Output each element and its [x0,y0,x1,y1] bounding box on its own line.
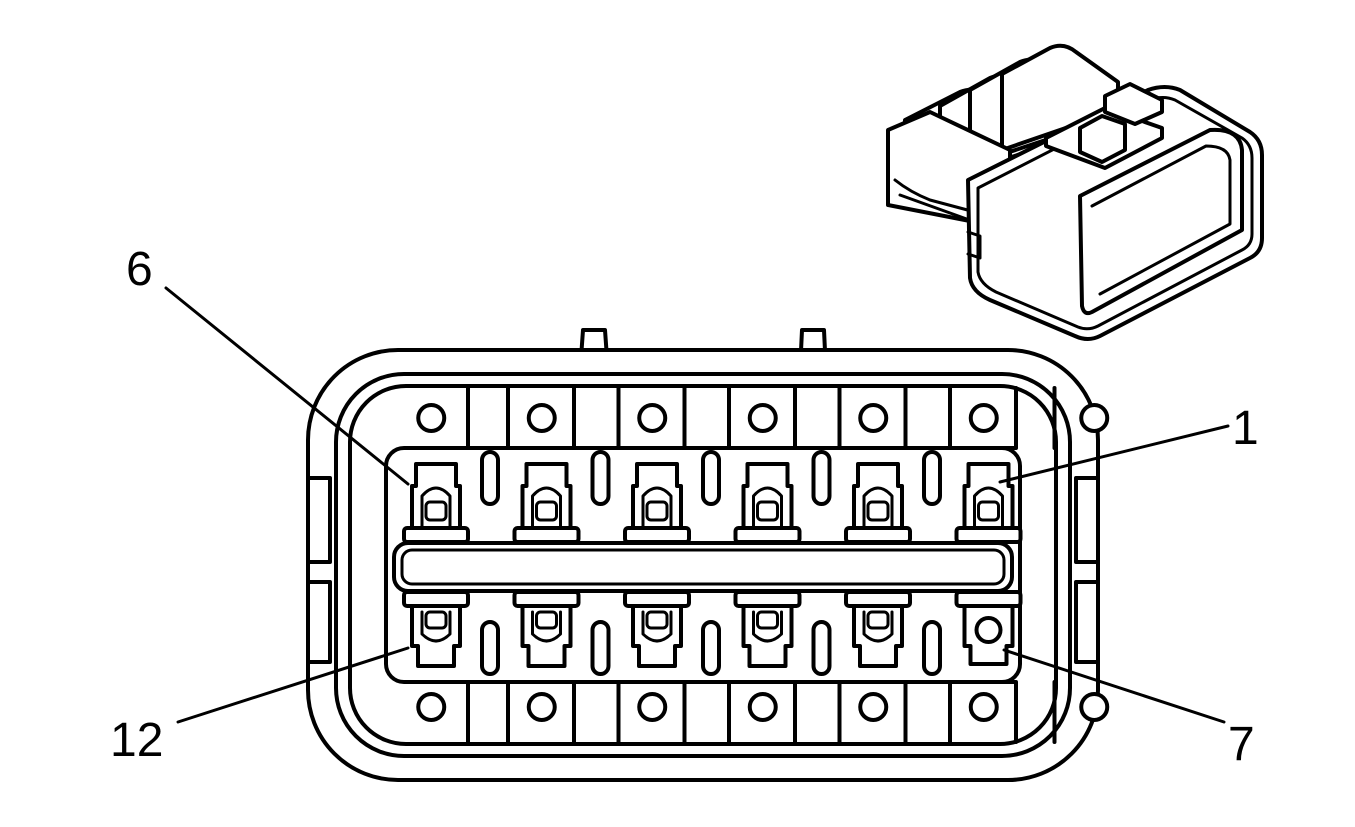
terminal-bottom [410,604,462,668]
terminal-top-slot [866,500,890,522]
pin-label-12: 12 [110,714,163,767]
terminal-bottom-flange [844,590,912,608]
terminal-bottom-slot [756,610,779,630]
mating-connector-view [886,43,1264,341]
terminal-top-slot [535,500,558,522]
callout-line-6 [164,286,410,486]
terminal-top-flange [623,526,691,544]
locator-hole [637,403,668,433]
locator-hole [858,692,889,722]
terminal-top [962,462,1015,538]
terminal-bottom-slot [866,610,890,630]
terminal-bottom [631,604,683,668]
terminal-top-flange [954,526,1023,544]
pin-label-6: 6 [126,243,153,296]
terminal-bottom [852,604,904,668]
separator-oval [590,620,611,676]
terminal-top-slot [756,500,779,522]
center-divider [392,541,1014,593]
callout-line-12 [176,646,410,724]
separator-oval [922,450,942,506]
terminal-bottom-flange [623,590,691,608]
terminal-top [410,462,462,538]
locator-hole [416,692,447,722]
locator-hole [968,692,999,722]
terminal-bottom-flange [954,590,1023,608]
terminal-bottom-contact [641,610,673,643]
terminal-top [741,462,794,538]
terminal-top-flange [844,526,912,544]
terminal-top-slot [424,500,448,522]
callout-lines [164,286,1230,724]
terminal-top-flange [402,526,470,544]
callout-line-1 [998,424,1230,484]
locator-hole [526,692,557,722]
terminal-bottom [741,604,794,668]
terminal-top [631,462,683,538]
terminal-top-flange [733,526,802,544]
terminal-bottom-flange [402,590,470,608]
terminal-bottom-flange [733,590,802,608]
terminal-bottom-contact [862,610,894,643]
callout-line-7 [1002,648,1226,724]
terminal-bottom-slot [535,610,558,630]
terminal-top-contact [531,486,562,528]
terminal-top-contact [641,486,673,528]
locator-hole [747,403,778,433]
separator-oval [590,450,611,506]
separator-oval [480,450,500,506]
locator-hole [1079,692,1110,722]
separator-oval [922,620,942,676]
separator-oval [701,620,721,676]
cavity-layer [384,386,1110,744]
terminal-top-slot [977,500,1000,522]
locator-hole [526,403,557,433]
terminal-top-contact [420,486,452,528]
separator-oval [701,450,721,506]
terminal-bottom-contact [752,610,783,643]
locator-hole [968,403,999,433]
terminal-bottom-slot [424,610,448,630]
terminal-top-contact [973,486,1004,528]
pin-label-7: 7 [1228,718,1255,771]
terminal-top-flange [512,526,581,544]
terminal-bottom [520,604,573,668]
locator-hole [747,692,778,722]
terminal-bottom-contact [531,610,562,643]
locator-hole [416,403,447,433]
locator-hole [637,692,668,722]
terminal-bottom-slot [645,610,669,630]
locator-hole [858,403,889,433]
terminal-top-slot [645,500,669,522]
terminal-top-contact [862,486,894,528]
separator-oval [811,620,832,676]
cavity-field [384,446,1022,684]
terminal-bottom-flange [512,590,581,608]
pin-label-1: 1 [1232,402,1259,455]
separator-oval [811,450,832,506]
empty-cavity-hole [974,616,1003,644]
separator-oval [480,620,500,676]
terminal-top [520,462,573,538]
terminal-top [852,462,904,538]
terminal-bottom-contact [420,610,452,643]
locator-hole [1079,403,1110,433]
terminal-top-contact [752,486,783,528]
